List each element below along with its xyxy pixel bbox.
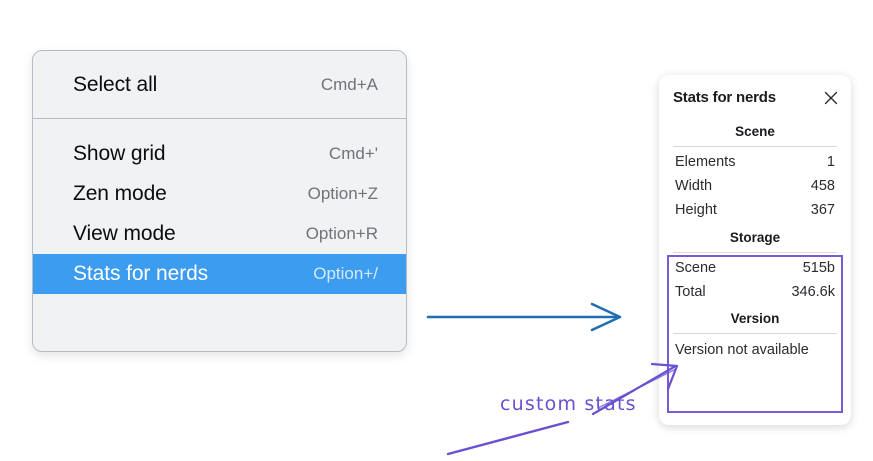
stat-row: Elements 1 xyxy=(669,150,841,174)
menu-item-label: View mode xyxy=(73,222,176,245)
stat-row: Height 367 xyxy=(669,198,841,222)
version-value: Version not available xyxy=(675,342,809,358)
menu-item-label: Select all xyxy=(73,73,158,96)
menu-item-select-all[interactable]: Select all Cmd+A xyxy=(33,65,406,105)
context-menu-group-1: Select all Cmd+A xyxy=(33,51,406,118)
version-section: Version Version not available xyxy=(669,304,841,361)
stat-key: Total xyxy=(675,284,706,300)
stats-for-nerds-panel: Stats for nerds Scene Elements 1 Width 4… xyxy=(659,75,851,425)
section-divider xyxy=(673,146,837,147)
menu-item-shortcut: Option+R xyxy=(305,224,378,243)
menu-item-view-mode[interactable]: View mode Option+R xyxy=(33,214,406,254)
purple-arrow-annotation xyxy=(591,362,679,416)
stat-key: Elements xyxy=(675,154,736,170)
stat-row: Width 458 xyxy=(669,174,841,198)
menu-item-shortcut: Cmd+A xyxy=(320,75,378,94)
menu-item-shortcut: Option+Z xyxy=(307,184,378,203)
context-menu-group-2: Show grid Cmd+' Zen mode Option+Z View m… xyxy=(33,119,406,294)
stat-row: Scene 515b xyxy=(669,256,841,280)
stat-row: Total 346.6k xyxy=(669,280,841,304)
stat-value: 515b xyxy=(802,260,835,276)
stat-value: 367 xyxy=(810,202,835,218)
section-divider xyxy=(673,252,837,253)
menu-item-zen-mode[interactable]: Zen mode Option+Z xyxy=(33,174,406,214)
stat-value: 346.6k xyxy=(791,284,835,300)
panel-title: Stats for nerds xyxy=(673,89,776,106)
scene-heading: Scene xyxy=(735,124,775,139)
scene-section: Scene Elements 1 Width 458 Height 367 xyxy=(669,122,841,222)
context-menu-footer-spacer xyxy=(33,294,406,318)
stat-key: Height xyxy=(675,202,717,218)
version-heading: Version xyxy=(730,311,780,326)
menu-item-shortcut: Cmd+' xyxy=(328,144,378,163)
stat-key: Width xyxy=(675,178,713,194)
close-icon[interactable] xyxy=(823,90,839,106)
storage-heading: Storage xyxy=(729,230,781,245)
menu-item-label: Show grid xyxy=(73,142,166,165)
menu-item-shortcut: Option+/ xyxy=(313,264,378,283)
menu-item-show-grid[interactable]: Show grid Cmd+' xyxy=(33,134,406,174)
menu-item-label: Zen mode xyxy=(73,182,167,205)
stat-value: 1 xyxy=(826,154,835,170)
custom-stats-label: custom stats xyxy=(500,393,637,415)
menu-divider xyxy=(33,118,406,119)
panel-header: Stats for nerds xyxy=(669,89,841,106)
menu-item-stats-for-nerds[interactable]: Stats for nerds Option+/ xyxy=(33,254,406,294)
stat-key: Scene xyxy=(675,260,717,276)
storage-section: Storage Scene 515b Total 346.6k xyxy=(669,222,841,304)
stat-value: 458 xyxy=(810,178,835,194)
menu-item-label: Stats for nerds xyxy=(73,262,209,285)
context-menu: Select all Cmd+A Show grid Cmd+' Zen mod… xyxy=(32,50,407,352)
blue-arrow-annotation xyxy=(426,302,622,332)
purple-underline-annotation xyxy=(446,420,570,456)
section-divider xyxy=(673,333,837,334)
